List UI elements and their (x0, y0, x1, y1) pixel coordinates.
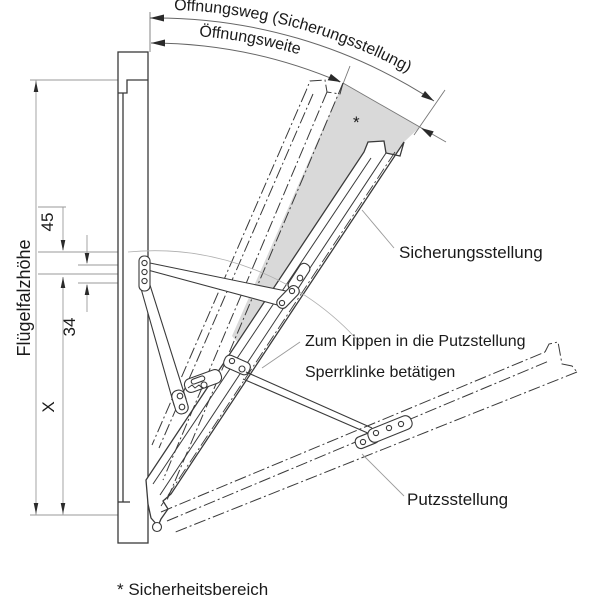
cleaning-arm-edge (242, 378, 371, 435)
leader-cleaning (361, 453, 405, 497)
arrow-arc-outer-right (421, 91, 434, 101)
sash-security-centerline (160, 151, 396, 507)
arc-oeffnungsweite (150, 42, 341, 83)
arrow-arc-inner-left (151, 39, 165, 47)
stay-mechanism (138, 255, 413, 533)
sash-security-glass-line (152, 157, 372, 485)
rivet (397, 420, 405, 428)
annotations: Sicherungsstellung Zum Kippen in die Put… (117, 209, 543, 599)
dim-text-34: 34 (60, 318, 79, 337)
rivet (385, 424, 393, 432)
arrow-arc-inner-right (327, 73, 341, 82)
dim-text-x: X (39, 401, 58, 412)
rivet (141, 268, 148, 276)
arrow-down-x (60, 503, 66, 514)
footnote-safety-area: * Sicherheitsbereich (117, 580, 268, 599)
pawl-pivot (200, 381, 208, 389)
rivet (359, 438, 367, 446)
rivet (238, 365, 246, 373)
sash-tilt-glass-line (158, 93, 314, 449)
sash-cleaning-end-profile (544, 341, 578, 373)
ext-line-security-position (413, 89, 446, 136)
sash-cleaning-lower-edge (172, 371, 578, 534)
safety-star: * (353, 113, 360, 132)
arrow-arc-outer-left (150, 14, 164, 22)
bottom-pivot-hinge (151, 521, 163, 533)
rivet (141, 277, 148, 285)
leader-security (361, 209, 395, 249)
arrow-up-rebate-top (33, 81, 39, 92)
arrow-up-34 (84, 284, 90, 295)
arrow-up-x (60, 277, 66, 288)
label-tilt-instruction-line2: Sperrklinke betätigen (305, 364, 455, 381)
left-dimension-arrows (33, 81, 90, 514)
dim-text-fluegelfalzhoehe: Flügelfalzhöhe (14, 239, 34, 356)
sash-security-position (145, 140, 405, 528)
rivet (141, 259, 148, 267)
arrow-down-rebate-bottom (33, 503, 39, 514)
rivet (288, 287, 296, 295)
rivet (178, 403, 186, 411)
dim-text-45: 45 (38, 213, 57, 232)
stay-arm-foot (171, 389, 189, 415)
arrow-down-34 (84, 253, 90, 264)
arc-oeffnungsweg (149, 17, 435, 102)
label-cleaning-position: Putzsstellung (407, 490, 508, 509)
leader-pawl-instruction (261, 341, 301, 369)
label-security-position: Sicherungsstellung (399, 243, 543, 262)
sash-security-outline (145, 140, 405, 528)
rivet (372, 429, 380, 437)
rivet (278, 299, 286, 307)
cleaning-arm-edge (245, 371, 373, 429)
hinge-trajectory-arc (127, 250, 362, 345)
sash-tilt-top-profile (305, 79, 344, 95)
sash-security-rabbet-line (159, 152, 387, 496)
rivet (228, 357, 236, 365)
arrow-wedge-chord (421, 128, 434, 138)
arrow-down-45 (60, 240, 66, 251)
rivet (176, 392, 184, 400)
sash-cleaning-upper-edge (160, 351, 546, 513)
rivet (296, 274, 304, 282)
label-tilt-instruction-line1: Zum Kippen in die Putzstellung (305, 333, 526, 350)
pawl-slot (190, 375, 206, 385)
